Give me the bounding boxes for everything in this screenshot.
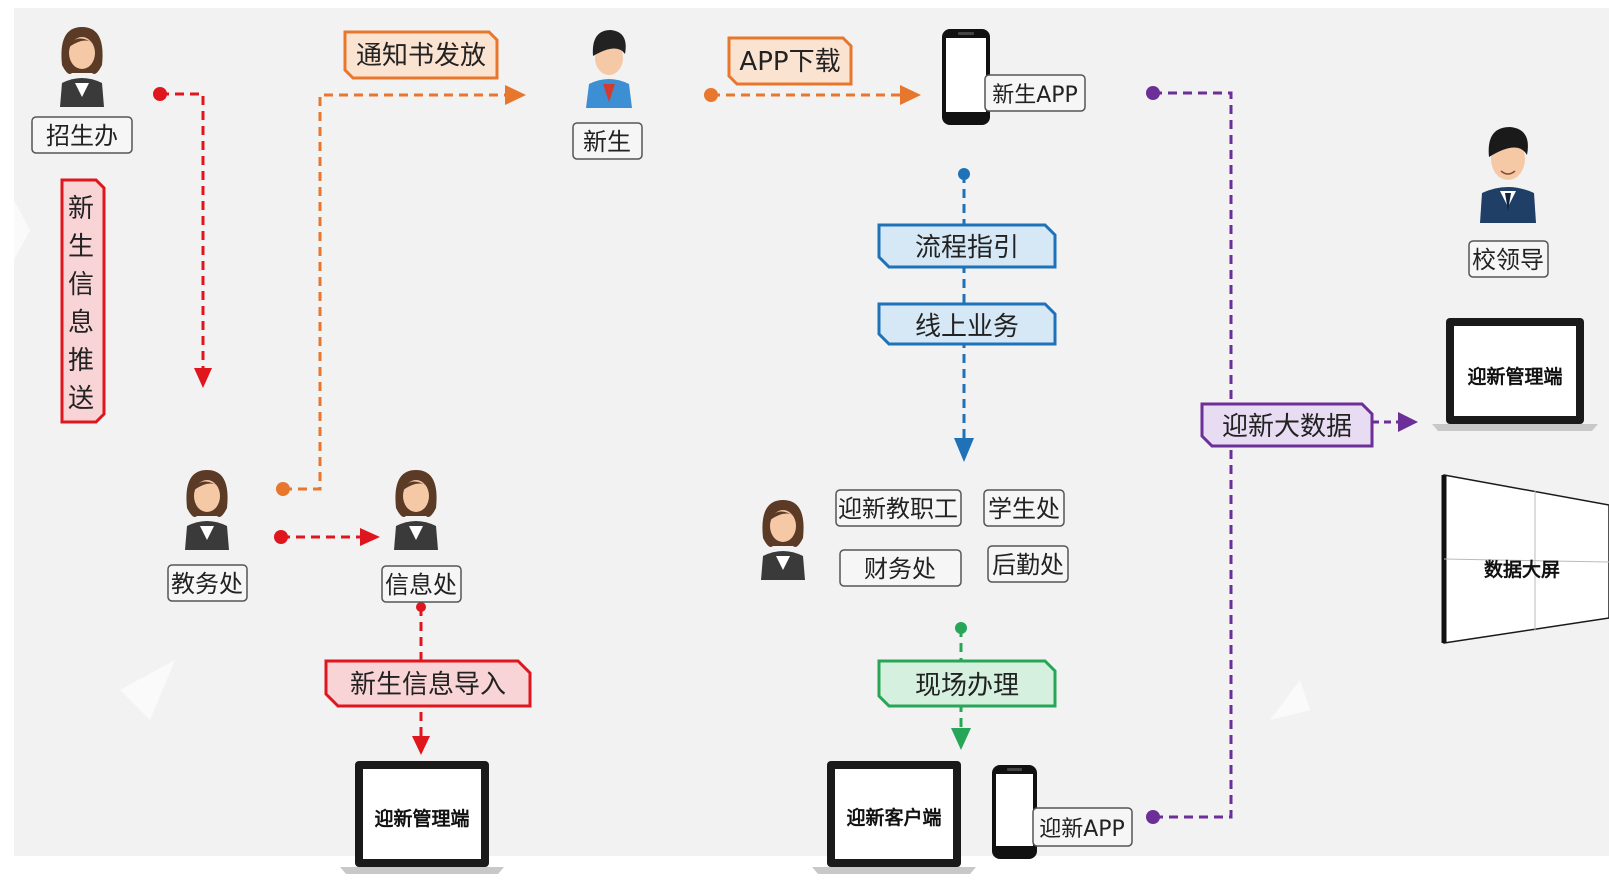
push-info-tag: 新 生 信 息 推 送: [60, 178, 106, 424]
student-app-phone-icon: [942, 29, 990, 125]
connector-notice: [276, 85, 526, 496]
mgmt-right-laptop-icon: 迎新管理端: [1432, 318, 1598, 431]
welcome-app-label-box: 迎新APP: [1032, 807, 1133, 847]
push-info-char-3: 信: [68, 270, 94, 300]
mgmt-right-label: 迎新管理端: [1467, 365, 1562, 388]
welcome-app-label: 迎新APP: [1039, 817, 1125, 842]
student-app-label-box: 新生APP: [984, 74, 1086, 112]
student-label-box: 新生: [572, 122, 643, 160]
import-info-tag: 新生信息导入: [324, 659, 532, 708]
decor-shape: [14, 200, 30, 260]
big-screen-label: 数据大屏: [1484, 558, 1560, 581]
connector-academic-to-info: [274, 528, 380, 546]
academic-label: 教务处: [171, 570, 243, 598]
academic-person-icon: [185, 470, 229, 550]
decor-shape: [1270, 680, 1310, 720]
online-tag: 线上业务: [877, 302, 1057, 346]
client-laptop-icon: 迎新客户端: [812, 761, 976, 874]
push-info-char-5: 推: [68, 346, 94, 376]
connector-big-data: [1146, 86, 1418, 824]
connector-push-info: [153, 87, 212, 388]
connector-guide-online: [954, 168, 974, 462]
logistics-label: 后勤处: [992, 551, 1064, 579]
student-affairs-label-box: 学生处: [983, 489, 1065, 527]
academic-label-box: 教务处: [167, 564, 248, 602]
client-label: 迎新客户端: [846, 806, 941, 829]
big-data-tag: 迎新大数据: [1200, 402, 1374, 448]
big-data-label: 迎新大数据: [1222, 412, 1352, 442]
finance-label: 财务处: [864, 555, 936, 583]
onsite-label: 现场办理: [915, 671, 1019, 701]
admissions-label: 招生办: [46, 122, 118, 150]
app-download-tag: APP下载: [727, 36, 853, 86]
leader-label-box: 校领导: [1468, 240, 1549, 278]
guide-label: 流程指引: [915, 233, 1019, 263]
finance-label-box: 财务处: [839, 549, 962, 587]
mgmt-left-label: 迎新管理端: [374, 807, 469, 830]
student-app-label: 新生APP: [992, 83, 1078, 108]
notice-label: 通知书发放: [356, 41, 486, 71]
staff-person-icon: [761, 500, 805, 580]
push-info-char-2: 生: [68, 232, 94, 262]
info-office-label-box: 信息处: [381, 565, 462, 603]
app-download-label: APP下载: [739, 47, 840, 77]
info-office-person-icon: [394, 470, 438, 550]
import-info-label: 新生信息导入: [350, 670, 506, 700]
guide-tag: 流程指引: [877, 223, 1057, 269]
push-info-char-4: 息: [68, 308, 94, 338]
admissions-person-icon: [60, 27, 104, 107]
onsite-tag: 现场办理: [877, 659, 1057, 708]
connector-app-download: [704, 85, 921, 105]
welcome-app-phone-icon: [992, 765, 1037, 859]
decor-shape: [120, 660, 175, 720]
mgmt-left-laptop-icon: 迎新管理端: [340, 761, 504, 874]
push-info-char-6: 送: [68, 384, 94, 414]
student-affairs-label: 学生处: [988, 495, 1060, 523]
staff-label-box: 迎新教职工: [835, 489, 962, 527]
big-screen-icon: 数据大屏: [1441, 474, 1609, 644]
student-person-icon: [586, 30, 632, 108]
leader-person-icon: [1480, 127, 1536, 223]
staff-label: 迎新教职工: [838, 495, 958, 523]
leader-label: 校领导: [1472, 246, 1544, 274]
info-office-label: 信息处: [385, 571, 457, 599]
notice-tag: 通知书发放: [343, 30, 499, 80]
admissions-label-box: 招生办: [31, 116, 133, 154]
online-label: 线上业务: [915, 312, 1019, 342]
student-label: 新生: [583, 128, 631, 156]
push-info-char-1: 新: [68, 194, 94, 224]
logistics-label-box: 后勤处: [987, 545, 1069, 583]
